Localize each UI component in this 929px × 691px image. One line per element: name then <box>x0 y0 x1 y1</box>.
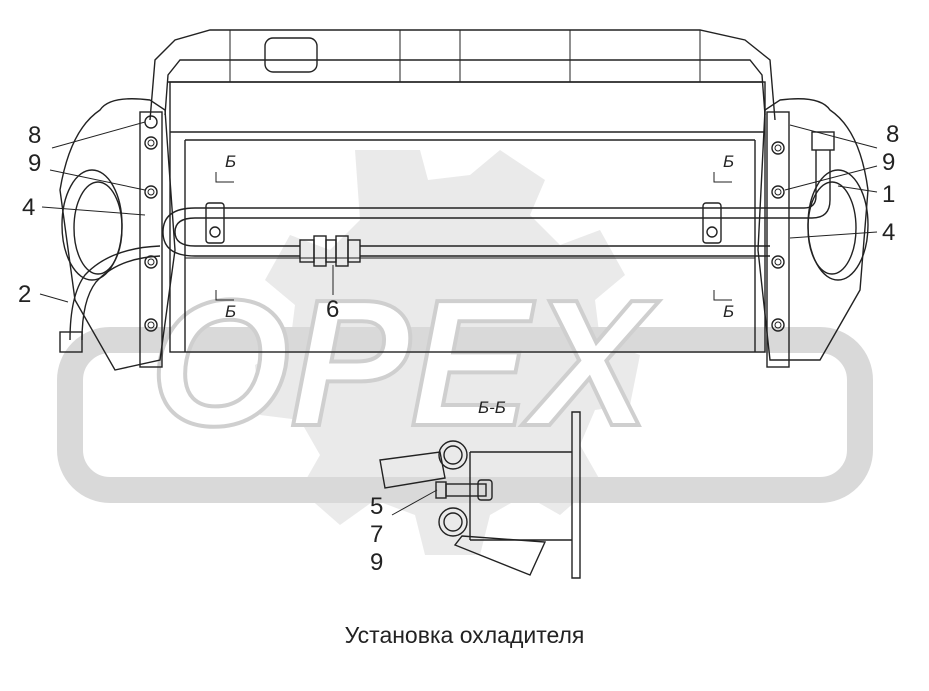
callout-4-right: 4 <box>882 219 895 246</box>
callout-4-left: 4 <box>22 194 35 221</box>
left-side-tank <box>59 98 176 371</box>
callout-9-left: 9 <box>28 150 41 177</box>
callout-8-right: 8 <box>886 121 899 148</box>
section-mark-b-top-left: Б <box>225 152 236 171</box>
left-bracket <box>139 111 163 368</box>
callout-6: 6 <box>326 296 339 323</box>
leader-lines <box>39 121 878 516</box>
section-title: Б-Б <box>478 398 506 417</box>
right-side-tank <box>757 98 869 361</box>
callout-9-bottom: 9 <box>370 549 383 576</box>
radiator-top-frame <box>149 29 776 121</box>
cooler-tubes <box>59 131 835 353</box>
figure-caption: Установка охладителя <box>344 622 585 648</box>
callout-1: 1 <box>882 181 895 208</box>
callout-2: 2 <box>18 281 31 308</box>
callout-7: 7 <box>370 521 383 548</box>
right-bracket <box>766 111 790 368</box>
section-mark-b-bottom-right: Б <box>723 302 734 321</box>
section-cut-marks <box>215 172 732 301</box>
section-mark-b-top-right: Б <box>723 152 734 171</box>
callout-8-left: 8 <box>28 122 41 149</box>
callout-5: 5 <box>370 493 383 520</box>
watermark-text: OPEX <box>150 263 660 464</box>
section-mark-b-bottom-left: Б <box>225 302 236 321</box>
callout-9-right: 9 <box>882 149 895 176</box>
